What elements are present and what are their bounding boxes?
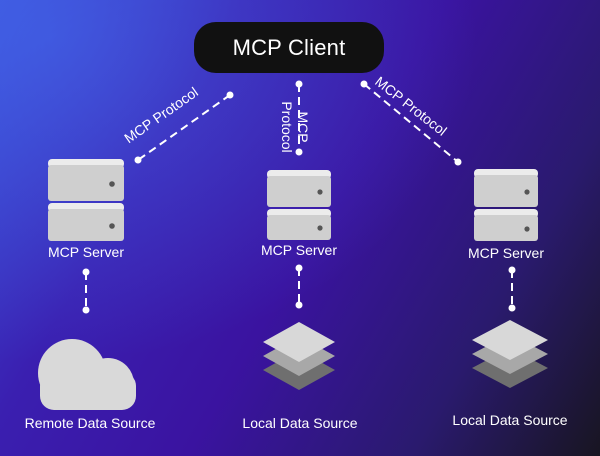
server-label-right: MCP Server: [468, 245, 544, 261]
protocol-label-middle: MCP Protocol: [279, 95, 311, 159]
connector-client-left: [137, 94, 231, 161]
source-label-middle: Local Data Source: [242, 415, 358, 431]
cloud-icon: [38, 339, 136, 410]
connector-dot: [134, 156, 142, 164]
source-label-right: Local Data Source: [452, 412, 568, 428]
connector-client-right: [363, 83, 459, 163]
connector-dot: [82, 268, 90, 276]
connector-dot: [226, 91, 234, 99]
source-label-left: Remote Data Source: [24, 415, 156, 431]
server-icon: [48, 159, 124, 241]
stack-layers-icon: [263, 322, 335, 390]
connector-dot: [508, 266, 516, 274]
server-icon: [474, 169, 538, 241]
protocol-label-middle-line1: MCP: [295, 111, 311, 143]
protocol-label-middle-line2: Protocol: [279, 101, 295, 153]
server-label-left: MCP Server: [48, 244, 124, 260]
server-icon: [267, 170, 331, 240]
connector-dot: [295, 264, 303, 272]
connector-dot: [82, 306, 90, 314]
connector-dot: [295, 148, 303, 156]
stack-layers-icon: [472, 320, 548, 388]
connector-dot: [508, 304, 516, 312]
connector-dot: [360, 80, 368, 88]
connector-dot: [295, 301, 303, 309]
server-label-middle: MCP Server: [261, 242, 337, 258]
connector-dot: [454, 158, 462, 166]
connector-dot: [295, 80, 303, 88]
mcp-client-box: MCP Client: [194, 22, 384, 73]
